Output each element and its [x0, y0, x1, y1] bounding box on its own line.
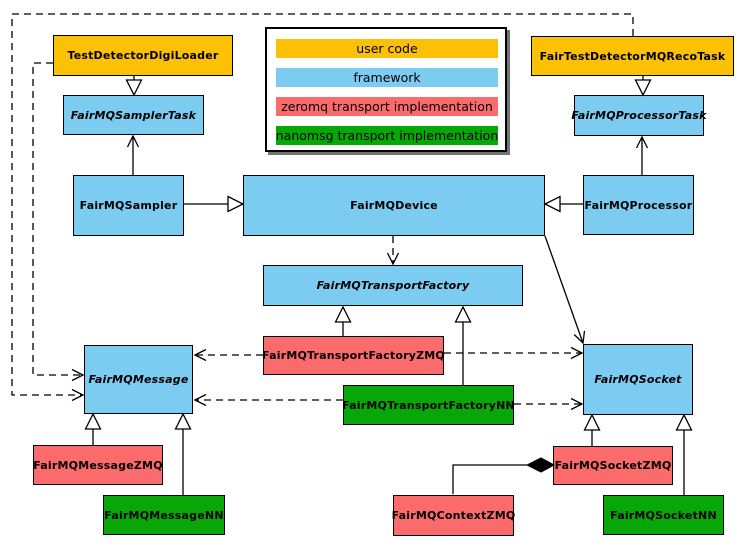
legend-item-framework: framework	[276, 68, 498, 87]
node-testdetectordigiloader: TestDetectorDigiLoader	[53, 35, 233, 76]
legend-item-nanomsg: nanomsg transport implementation	[276, 126, 498, 145]
legend-label-user-code: user code	[356, 41, 418, 56]
legend-label-zeromq: zeromq transport implementation	[281, 99, 493, 114]
node-fairmqtransportfactorynn: FairMQTransportFactoryNN	[342, 385, 515, 425]
node-fairmqsocketnn: FairMQSocketNN	[603, 495, 724, 535]
node-fairmqprocessor: FairMQProcessor	[583, 175, 694, 235]
composition-diamond-icon	[525, 457, 556, 473]
legend-label-nanomsg: nanomsg transport implementation	[275, 128, 499, 143]
node-fairmqsamplertask: FairMQSamplerTask	[63, 95, 204, 135]
node-fairmqsocketzmq: FairMQSocketZMQ	[553, 446, 673, 485]
node-fairmqsocket: FairMQSocket	[583, 344, 693, 415]
edge-socketzmq-to-contextzmq	[452, 464, 527, 494]
node-fairmqtransportfactory: FairMQTransportFactory	[263, 265, 523, 306]
node-fairmqmessagenn: FairMQMessageNN	[103, 495, 225, 535]
legend-item-zeromq: zeromq transport implementation	[276, 97, 498, 116]
legend-item-user-code: user code	[276, 39, 498, 58]
node-fairmqmessage: FairMQMessage	[84, 345, 193, 414]
edge-device-to-socket	[544, 235, 586, 345]
node-fairmqtransportfactoryzmq: FairMQTransportFactoryZMQ	[262, 336, 445, 375]
legend: user code framework zeromq transport imp…	[265, 27, 507, 152]
node-fairmqsampler: FairMQSampler	[73, 175, 184, 236]
node-fairtestdetectormqrecotask: FairTestDetectorMQRecoTask	[531, 36, 734, 76]
node-fairmqdevice: FairMQDevice	[243, 175, 545, 236]
node-fairmqmessagezmq: FairMQMessageZMQ	[33, 445, 163, 485]
node-fairmqprocessortask: FairMQProcessorTask	[571, 95, 706, 136]
legend-label-framework: framework	[353, 70, 421, 85]
node-fairmqcontextzmq: FairMQContextZMQ	[392, 495, 515, 536]
